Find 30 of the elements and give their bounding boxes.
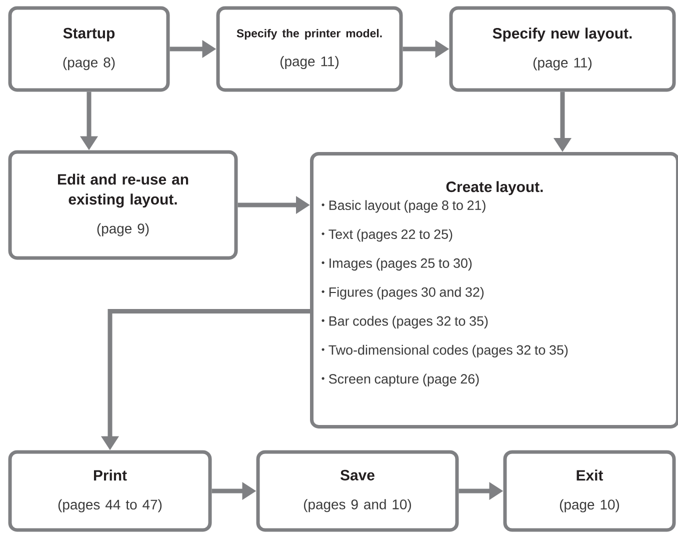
process-box <box>8 150 238 260</box>
list-item: Screen capture (page 26) <box>322 374 479 386</box>
list-item: Basic layout (page 8 to 21) <box>322 200 486 213</box>
list-item: Text (pages 22 to 25) <box>322 229 452 242</box>
page-reference: (page 8) <box>63 57 115 70</box>
heading: Print <box>94 470 127 481</box>
process-box <box>310 152 678 428</box>
process-box <box>216 6 403 92</box>
list-item: Figures (pages 30 and 32) <box>322 286 484 300</box>
list-item: Images (pages 25 to 30) <box>322 258 472 271</box>
page-reference: (page 11) <box>533 57 592 70</box>
page-reference: (pages 9 and 10) <box>304 499 411 512</box>
page-reference: (pages 44 to 47) <box>58 499 162 512</box>
process-box <box>8 6 170 92</box>
heading: Save <box>340 470 374 480</box>
page-reference: (page 10) <box>560 499 620 512</box>
page-reference: (page 9) <box>97 223 149 236</box>
process-box <box>449 6 676 92</box>
heading: Startup <box>63 28 115 42</box>
process-box <box>503 450 676 532</box>
process-box <box>8 450 212 532</box>
heading: Specify new layout. <box>492 28 632 42</box>
heading: Create layout. <box>446 181 543 196</box>
heading: Exit <box>576 470 604 481</box>
list-item: Two-dimensional codes (pages 32 to 35) <box>322 344 568 358</box>
heading: Edit and re-use an existing layout. <box>58 174 188 208</box>
process-box <box>256 450 459 532</box>
list-item: Bar codes (pages 32 to 35) <box>322 316 488 328</box>
page-reference: (page 11) <box>280 56 339 70</box>
heading: Specify the printer model. <box>236 28 382 40</box>
